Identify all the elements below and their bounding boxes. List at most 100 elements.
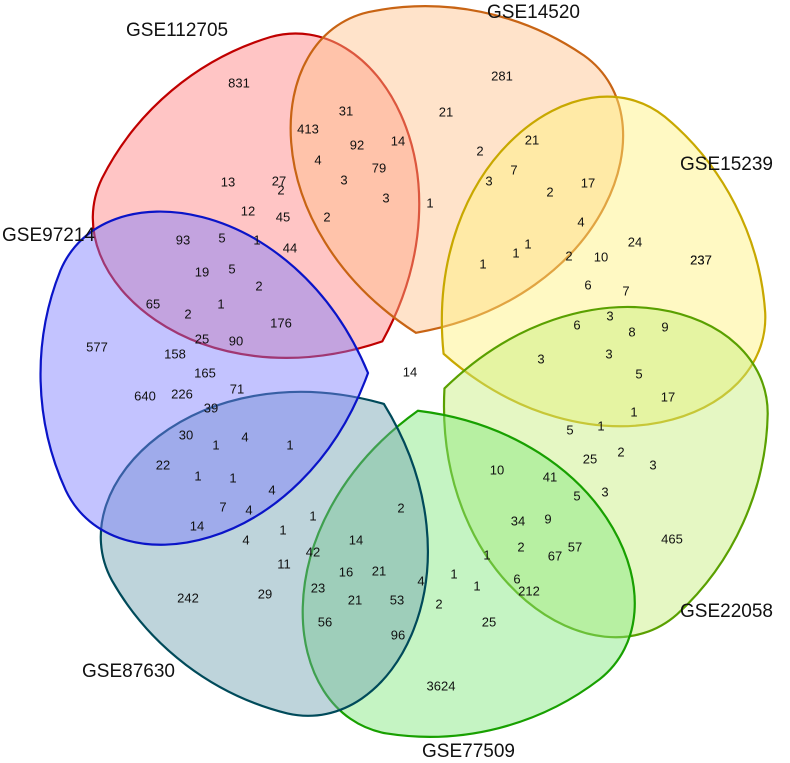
region-count: 2: [255, 278, 262, 293]
set-label-3: GSE15239: [680, 154, 773, 175]
region-count: 39: [204, 400, 218, 415]
region-count: 14: [349, 532, 363, 547]
region-count: 25: [482, 614, 496, 629]
set-label-7: GSE97214: [2, 225, 95, 246]
region-count: 4: [577, 214, 584, 229]
region-count: 1: [597, 418, 604, 433]
region-count: 25: [583, 451, 597, 466]
region-count: 1: [512, 245, 519, 260]
region-count: 3: [382, 190, 389, 205]
petal-4: [442, 305, 769, 639]
region-count: 8: [628, 324, 635, 339]
region-count: 5: [635, 366, 642, 381]
petal-3: [440, 95, 767, 428]
region-count: 23: [311, 580, 325, 595]
region-count: 71: [230, 381, 244, 396]
region-count: 41: [543, 469, 557, 484]
set-label-2: GSE14520: [487, 2, 580, 23]
region-count: 17: [661, 389, 675, 404]
region-count: 3: [537, 351, 544, 366]
region-count: 1: [524, 236, 531, 251]
region-count: 42: [306, 544, 320, 559]
region-count: 2: [565, 248, 572, 263]
region-count: 7: [219, 499, 226, 514]
region-count: 29: [258, 586, 272, 601]
region-count: 10: [594, 249, 608, 264]
region-count: 1: [229, 470, 236, 485]
region-count: 14: [403, 364, 417, 379]
region-count: 2: [476, 143, 483, 158]
region-count: 1: [630, 404, 637, 419]
region-count: 19: [195, 264, 209, 279]
set-label-5: GSE77509: [422, 741, 515, 762]
petal-1: [91, 32, 421, 359]
region-count: 24: [628, 234, 642, 249]
region-count: 92: [350, 137, 364, 152]
region-count: 2: [517, 539, 524, 554]
region-count: 10: [490, 462, 504, 477]
region-count: 237: [690, 252, 712, 267]
region-count: 3: [649, 457, 656, 472]
region-count: 237: [690, 252, 712, 267]
region-count: 413: [297, 121, 319, 136]
region-count: 2: [397, 500, 404, 515]
region-count: 2: [546, 184, 553, 199]
region-count: 165: [194, 365, 216, 380]
region-count: 281: [491, 68, 513, 83]
region-count: 22: [156, 457, 170, 472]
region-count: 17: [581, 175, 595, 190]
region-count: 1: [212, 437, 219, 452]
region-count: 93: [176, 232, 190, 247]
region-count: 5: [218, 230, 225, 245]
region-count: 13: [221, 174, 235, 189]
region-count: 14: [190, 518, 204, 533]
region-count: 27: [272, 173, 286, 188]
region-count: 2: [435, 596, 442, 611]
region-count: 1: [473, 578, 480, 593]
petal-7: [39, 210, 370, 546]
petal-5: [301, 409, 636, 738]
region-count: 9: [544, 511, 551, 526]
region-count: 3: [340, 172, 347, 187]
region-count: 14: [391, 133, 405, 148]
region-count: 1: [286, 437, 293, 452]
region-count: 3: [606, 308, 613, 323]
region-count: 65: [146, 296, 160, 311]
region-count: 2: [184, 306, 191, 321]
region-count: 25: [195, 331, 209, 346]
region-count: 6: [584, 277, 591, 292]
region-count: 30: [179, 427, 193, 442]
region-count: 5: [228, 261, 235, 276]
region-count: 1: [426, 195, 433, 210]
region-count: 31: [339, 103, 353, 118]
region-count: 3: [485, 173, 492, 188]
region-count: 34: [511, 513, 525, 528]
region-count: 67: [548, 548, 562, 563]
region-count: 21: [348, 592, 362, 607]
region-count: 4: [245, 502, 252, 517]
region-count: 1: [309, 508, 316, 523]
region-count: 4: [268, 482, 275, 497]
set-label-1: GSE112705: [126, 20, 228, 41]
region-count: 1: [279, 522, 286, 537]
region-count: 577: [86, 339, 108, 354]
region-count: 21: [439, 104, 453, 119]
region-count: 21: [525, 132, 539, 147]
region-count: 5: [566, 422, 573, 437]
region-count: 21: [372, 563, 386, 578]
region-count: 90: [229, 333, 243, 348]
petal-6: [99, 390, 429, 717]
region-count: 11: [277, 556, 291, 571]
region-count: 7: [622, 283, 629, 298]
region-count: 6: [513, 571, 520, 586]
region-count: 831: [228, 75, 250, 90]
region-count: 176: [270, 315, 292, 330]
region-count: 1: [253, 232, 260, 247]
region-count: 158: [164, 346, 186, 361]
petal-2: [289, 5, 625, 334]
region-count: 16: [339, 564, 353, 579]
region-count: 3624: [427, 678, 456, 693]
region-count: 4: [314, 152, 321, 167]
